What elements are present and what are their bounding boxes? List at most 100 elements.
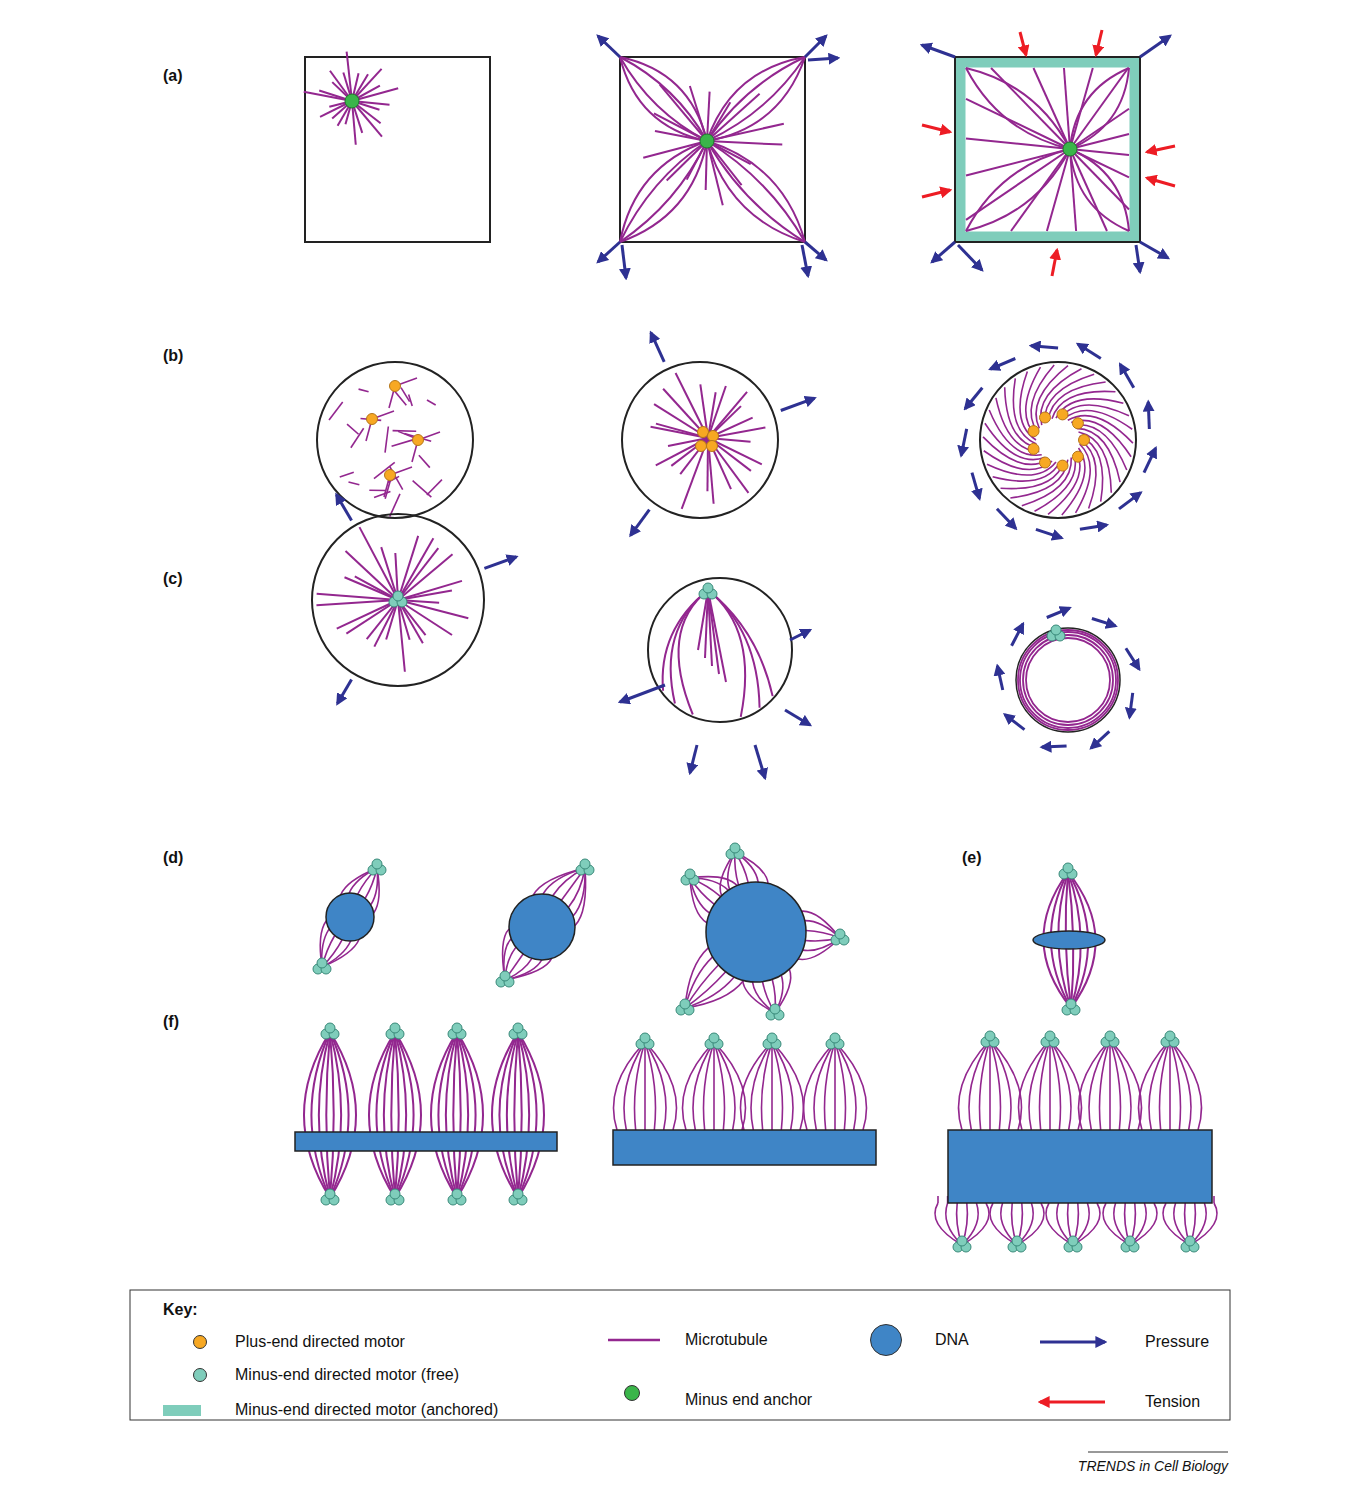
microtubule	[635, 1042, 646, 1130]
plus-motor	[698, 427, 709, 438]
microtubule	[990, 1040, 1001, 1130]
pressure-arrow	[631, 510, 650, 536]
microtubule	[322, 939, 359, 967]
microtubule	[966, 139, 1070, 149]
plus-motor	[1057, 460, 1068, 471]
microtubule	[398, 600, 468, 618]
minus-motor	[1185, 1236, 1195, 1246]
microtubule	[376, 1032, 395, 1198]
microtubule	[1170, 1040, 1202, 1130]
tension-arrow	[922, 125, 950, 132]
minus-motor	[513, 1023, 523, 1033]
microtubule	[990, 1040, 1022, 1130]
microtubule	[329, 402, 343, 420]
minus-motor	[325, 1023, 335, 1033]
microtubule	[398, 581, 462, 600]
minus-motor	[703, 583, 713, 593]
microtubule	[1110, 1040, 1121, 1130]
legend-text: Pressure	[1145, 1332, 1209, 1352]
microtubule	[330, 1032, 341, 1198]
minus-motor	[452, 1189, 462, 1199]
minus-motor	[640, 1033, 650, 1043]
microtubule	[620, 141, 707, 242]
microtubule	[984, 451, 1052, 470]
microtubule	[395, 1032, 414, 1198]
pressure-arrow	[972, 473, 980, 499]
microtubule	[392, 440, 413, 446]
microtubule	[1023, 635, 1113, 725]
pressure-arrow	[1126, 648, 1139, 669]
microtubule	[457, 1032, 476, 1198]
microtubule	[340, 472, 354, 477]
microtubule	[690, 86, 707, 141]
microtubule	[707, 141, 723, 205]
plus-motor	[1072, 418, 1083, 429]
microtubule	[651, 427, 708, 438]
pressure-arrow	[1140, 242, 1168, 258]
microtubule	[980, 1040, 991, 1130]
cell-outline	[955, 57, 1140, 242]
legend-swatch	[193, 1335, 207, 1349]
cell-outline	[1016, 628, 1120, 732]
microtubule	[351, 428, 364, 447]
microtubule	[704, 1042, 715, 1130]
pressure-arrow	[1042, 746, 1067, 747]
microtubule	[624, 1042, 645, 1130]
microtubule	[393, 430, 417, 432]
microtubule	[1169, 1040, 1171, 1130]
pressure-arrow	[598, 242, 620, 262]
pressure-arrow	[1012, 624, 1023, 646]
microtubule	[1050, 1040, 1061, 1130]
minus-motor	[500, 971, 510, 981]
legend-swatch	[624, 1385, 640, 1401]
microtubule	[707, 141, 805, 242]
microtubule	[693, 1042, 714, 1130]
microtubule	[1100, 1040, 1111, 1130]
pressure-arrow	[1119, 493, 1141, 509]
tension-arrow	[1020, 32, 1026, 55]
microtubule	[708, 590, 726, 682]
minus-motor	[1068, 1236, 1078, 1246]
legend-swatch	[870, 1324, 902, 1356]
microtubule	[575, 868, 586, 926]
microtubule	[1070, 149, 1076, 231]
dna	[1033, 931, 1105, 949]
microtubule	[1070, 149, 1129, 210]
tension-arrow	[1096, 30, 1102, 55]
pressure-arrow	[1031, 346, 1058, 348]
microtubule	[1070, 68, 1129, 149]
plus-motor	[1040, 457, 1051, 468]
microtubule	[1070, 134, 1129, 149]
pressure-arrow	[1136, 245, 1140, 272]
plus-motor	[708, 431, 719, 442]
microtubule	[1139, 1040, 1171, 1130]
microtubule	[1064, 410, 1132, 429]
microtubule	[431, 1032, 457, 1198]
minus-motor	[1012, 1236, 1022, 1246]
microtubule	[394, 391, 406, 405]
microtubule	[1160, 1040, 1171, 1130]
microtubule	[427, 480, 442, 495]
journal-footer: TRENDS in Cell Biology	[1078, 1456, 1228, 1476]
microtubule	[707, 57, 805, 141]
microtubule	[453, 1032, 457, 1198]
plus-motor	[413, 435, 424, 446]
microtubule	[966, 68, 1070, 149]
microtubule	[708, 590, 773, 696]
microtubule	[311, 1032, 330, 1198]
microtubule	[645, 1042, 656, 1130]
microtubule	[1018, 630, 1118, 730]
panel-label: (f)	[163, 1012, 179, 1032]
pressure-arrow	[620, 685, 665, 702]
microtubule	[1149, 1040, 1170, 1130]
microtubule	[395, 1032, 399, 1198]
microtubule	[457, 1032, 483, 1198]
microtubule	[1070, 149, 1129, 231]
legend-text: Microtubule	[685, 1330, 768, 1350]
pressure-arrow	[781, 398, 815, 410]
minus-motor	[709, 1033, 719, 1043]
minus-motor	[835, 929, 845, 939]
microtubule	[1064, 68, 1070, 149]
microtubule	[663, 590, 708, 691]
pressure-arrow	[958, 245, 982, 270]
